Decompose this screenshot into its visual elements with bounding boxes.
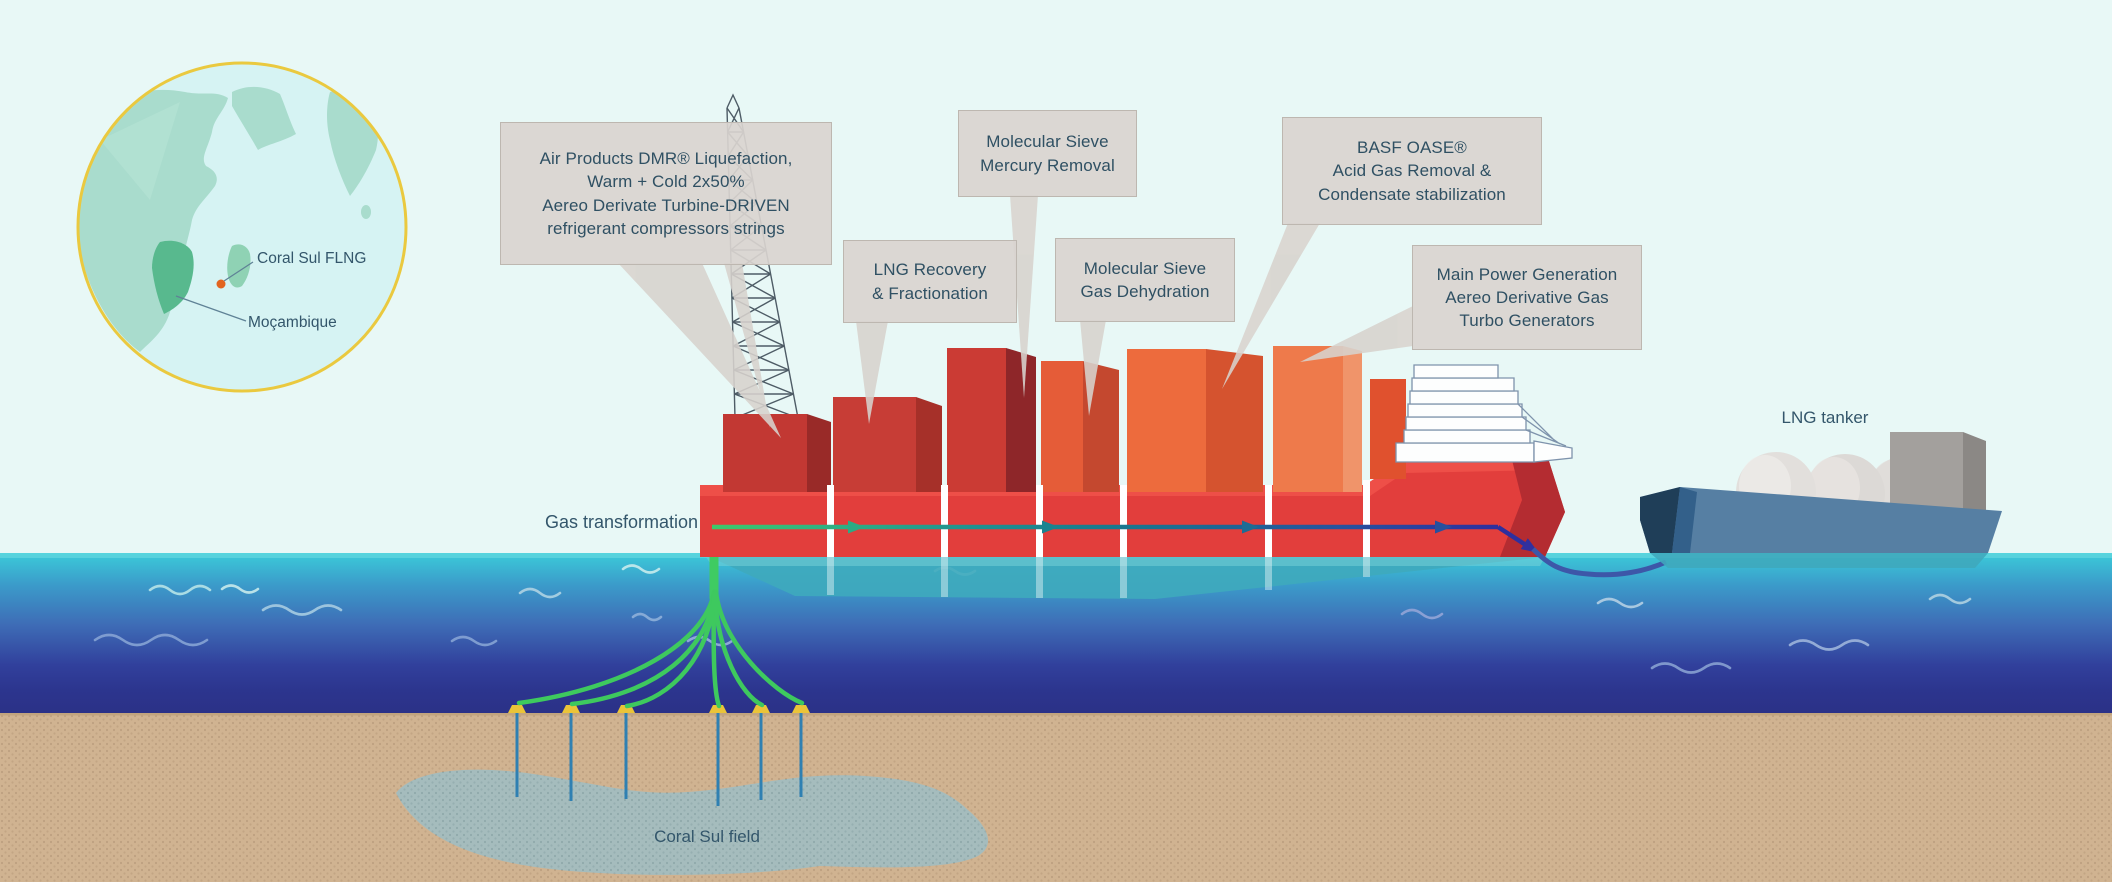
module-lng-recovery bbox=[833, 397, 942, 492]
callout-tails bbox=[618, 195, 1413, 438]
map-country-label: Moçambique bbox=[248, 314, 337, 331]
lng-tanker-label: LNG tanker bbox=[1781, 408, 1869, 427]
module-aux bbox=[1370, 379, 1406, 479]
globe-leader-lines bbox=[175, 261, 254, 322]
waves bbox=[93, 564, 1972, 674]
callout-acid-gas-removal: BASF OASE® Acid Gas Removal & Condensate… bbox=[1282, 117, 1542, 225]
flng-submerged-hull bbox=[706, 557, 1545, 599]
arrowhead-1 bbox=[848, 520, 865, 534]
tail-dehydration bbox=[1080, 320, 1106, 416]
tail-mercury bbox=[1010, 195, 1038, 398]
offloading-hose bbox=[1531, 547, 1668, 578]
module-gaps bbox=[827, 480, 1370, 557]
tanker-hull bbox=[1640, 487, 2002, 553]
map-flng-label: Coral Sul FLNG bbox=[257, 250, 367, 267]
module-gas-dehydration bbox=[1041, 361, 1119, 492]
callout-main-power: Main Power Generation Aereo Derivative G… bbox=[1412, 245, 1642, 350]
gas-flow-arrow bbox=[712, 520, 1668, 578]
subsea-wells bbox=[515, 713, 803, 806]
lng-tanker bbox=[1640, 432, 2002, 568]
flng-location-marker bbox=[216, 279, 226, 289]
callout-mercury-removal: Molecular Sieve Mercury Removal bbox=[958, 110, 1137, 197]
tail-liquefaction-a bbox=[618, 263, 781, 438]
flng-hull bbox=[700, 458, 1565, 557]
seabed bbox=[0, 713, 2112, 882]
module-main-power bbox=[1273, 346, 1362, 492]
tanker-bow-dark bbox=[1640, 487, 1680, 553]
flng-vessel bbox=[700, 346, 1573, 557]
tail-liquefaction-b bbox=[724, 263, 770, 428]
callout-liquefaction: Air Products DMR® Liquefaction, Warm + C… bbox=[500, 122, 832, 265]
tail-acid-gas bbox=[1222, 223, 1320, 389]
tanker-bow-mid bbox=[1672, 487, 1697, 553]
tanker-submerged bbox=[1650, 553, 1988, 568]
callout-gas-dehydration: Molecular Sieve Gas Dehydration bbox=[1055, 238, 1235, 322]
flng-modules bbox=[723, 346, 1406, 492]
location-globe bbox=[76, 61, 408, 393]
arrowhead-2 bbox=[1042, 520, 1059, 534]
gas-transformation-label: Gas transformation bbox=[544, 512, 698, 532]
arrowhead-3 bbox=[1242, 520, 1259, 534]
globe-arabia bbox=[232, 86, 296, 150]
gas-reservoir bbox=[396, 769, 989, 875]
tail-lng-recovery bbox=[856, 321, 888, 424]
callout-lng-recovery: LNG Recovery & Fractionation bbox=[843, 240, 1017, 323]
flng-bow bbox=[1500, 458, 1565, 557]
coral-sul-field-label: Coral Sul field bbox=[654, 827, 760, 846]
tanker-superstructure bbox=[1890, 432, 1986, 512]
module-acid-gas-removal bbox=[1127, 349, 1263, 492]
tail-main-power bbox=[1300, 306, 1413, 362]
globe-mozambique bbox=[152, 240, 194, 314]
module-liquefaction bbox=[723, 414, 831, 492]
accommodation-block bbox=[1395, 364, 1573, 463]
globe-madagascar bbox=[227, 244, 251, 288]
arrowhead-4 bbox=[1435, 520, 1452, 534]
module-mercury-removal bbox=[947, 348, 1036, 492]
